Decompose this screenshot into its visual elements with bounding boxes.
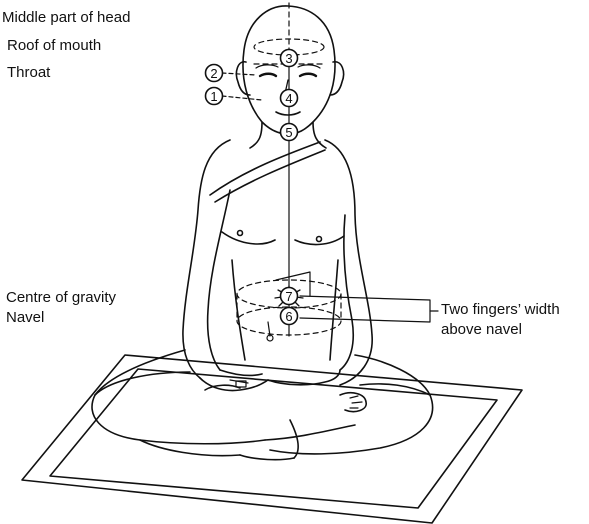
svg-text:2: 2 — [210, 66, 217, 81]
svg-text:4: 4 — [285, 91, 292, 106]
marker-5: 5 — [281, 124, 298, 141]
marker-4: 4 — [281, 90, 298, 107]
svg-text:7: 7 — [285, 289, 292, 304]
svg-text:3: 3 — [285, 51, 292, 66]
marker-7: 7 — [281, 288, 298, 305]
torso — [183, 140, 372, 391]
svg-text:5: 5 — [285, 125, 292, 140]
marker-3: 3 — [281, 50, 298, 67]
marker-2: 2 — [206, 65, 223, 82]
svg-text:6: 6 — [285, 309, 292, 324]
energy-lines — [222, 3, 438, 341]
svg-text:1: 1 — [210, 89, 217, 104]
marker-1: 1 — [206, 88, 223, 105]
marker-6: 6 — [281, 308, 298, 325]
